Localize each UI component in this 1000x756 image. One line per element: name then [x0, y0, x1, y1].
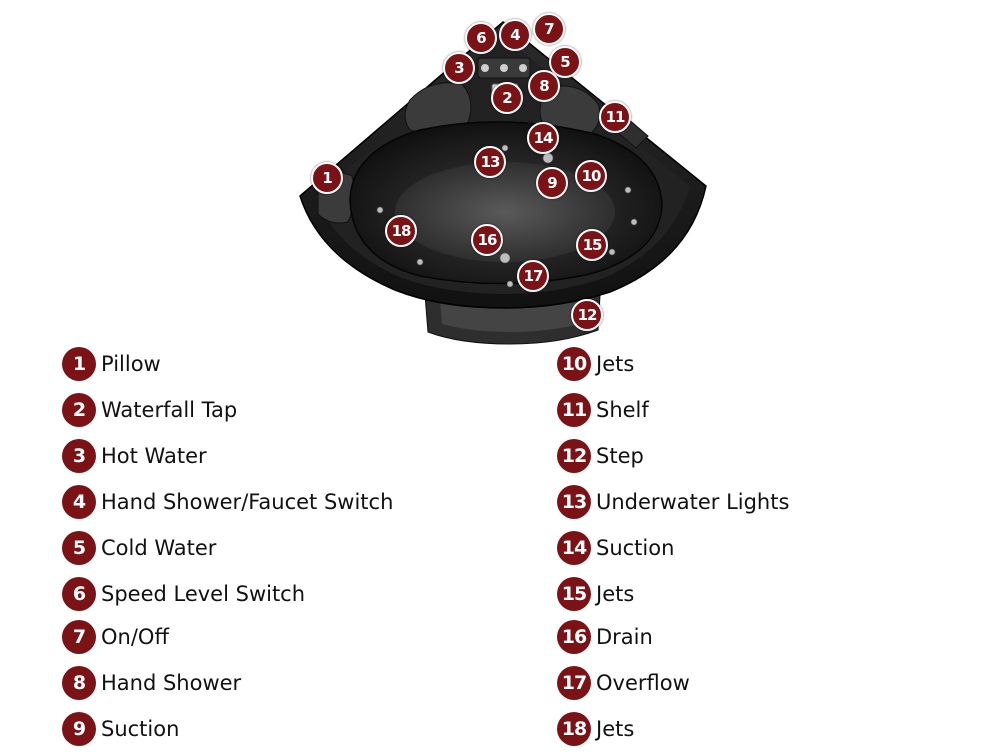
legend-number: 1 — [62, 347, 96, 381]
legend-number: 12 — [557, 439, 591, 473]
marker-2: 2 — [491, 82, 523, 114]
legend-number: 3 — [62, 439, 96, 473]
legend-number: 15 — [557, 577, 591, 611]
legend-label: Suction — [101, 717, 180, 741]
legend-label: Waterfall Tap — [101, 398, 238, 422]
legend-number: 13 — [557, 485, 591, 519]
marker-7: 7 — [533, 13, 565, 45]
legend-number: 17 — [557, 666, 591, 700]
marker-14: 14 — [527, 122, 559, 154]
legend-item: 2 Waterfall Tap — [62, 392, 482, 428]
legend-label: Speed Level Switch — [101, 582, 306, 606]
marker-10: 10 — [575, 160, 607, 192]
marker-17: 17 — [517, 260, 549, 292]
legend-number: 8 — [62, 666, 96, 700]
marker-4: 4 — [499, 19, 531, 51]
legend-item: 8 Hand Shower — [62, 665, 482, 701]
marker-13: 13 — [474, 146, 506, 178]
control-knob-b — [500, 64, 508, 72]
legend-label: Cold Water — [101, 536, 217, 560]
legend-label: Suction — [596, 536, 675, 560]
marker-16: 16 — [471, 224, 503, 256]
marker-12: 12 — [571, 299, 603, 331]
legend-label: Jets — [596, 717, 635, 741]
legend-label: Overflow — [596, 671, 690, 695]
control-knob-c — [519, 64, 527, 72]
marker-11: 11 — [599, 101, 631, 133]
control-knob-a — [481, 64, 489, 72]
marker-18: 18 — [385, 215, 417, 247]
marker-5: 5 — [549, 46, 581, 78]
legend-label: Shelf — [596, 398, 649, 422]
marker-1: 1 — [311, 162, 343, 194]
tub-step-top — [440, 300, 590, 332]
legend-label: Jets — [596, 352, 635, 376]
pillow-left — [404, 82, 472, 135]
legend-item: 6 Speed Level Switch — [62, 576, 482, 612]
marker-6: 6 — [465, 22, 497, 54]
legend-item: 18 Jets — [557, 711, 977, 747]
legend-item: 7 On/Off — [62, 619, 482, 655]
legend-label: Hand Shower — [101, 671, 242, 695]
legend-label: Underwater Lights — [596, 490, 790, 514]
legend-number: 6 — [62, 577, 96, 611]
legend-number: 14 — [557, 531, 591, 565]
marker-9: 9 — [536, 167, 568, 199]
legend-item: 1 Pillow — [62, 346, 482, 382]
legend-label: Hot Water — [101, 444, 207, 468]
legend-number: 16 — [557, 620, 591, 654]
legend-item: 4 Hand Shower/Faucet Switch — [62, 484, 482, 520]
marker-3: 3 — [443, 52, 475, 84]
legend-item: 3 Hot Water — [62, 438, 482, 474]
parts-legend: 1 Pillow 2 Waterfall Tap 3 Hot Water 4 H… — [0, 340, 1000, 752]
legend-item: 10 Jets — [557, 346, 977, 382]
legend-item: 13 Underwater Lights — [557, 484, 977, 520]
legend-label: On/Off — [101, 625, 169, 649]
legend-label: Jets — [596, 582, 635, 606]
legend-number: 4 — [62, 485, 96, 519]
corner-bathtub-illustration — [299, 21, 707, 345]
legend-item: 15 Jets — [557, 576, 977, 612]
legend-number: 7 — [62, 620, 96, 654]
legend-number: 5 — [62, 531, 96, 565]
legend-label: Step — [596, 444, 644, 468]
legend-number: 9 — [62, 712, 96, 746]
legend-number: 10 — [557, 347, 591, 381]
legend-label: Hand Shower/Faucet Switch — [101, 490, 394, 514]
legend-item: 14 Suction — [557, 530, 977, 566]
legend-number: 11 — [557, 393, 591, 427]
marker-15: 15 — [576, 229, 608, 261]
marker-8: 8 — [528, 70, 560, 102]
legend-label: Pillow — [101, 352, 161, 376]
legend-number: 2 — [62, 393, 96, 427]
legend-number: 18 — [557, 712, 591, 746]
legend-item: 9 Suction — [62, 711, 482, 747]
legend-item: 16 Drain — [557, 619, 977, 655]
legend-item: 12 Step — [557, 438, 977, 474]
legend-item: 5 Cold Water — [62, 530, 482, 566]
legend-label: Drain — [596, 625, 653, 649]
legend-item: 17 Overflow — [557, 665, 977, 701]
legend-item: 11 Shelf — [557, 392, 977, 428]
